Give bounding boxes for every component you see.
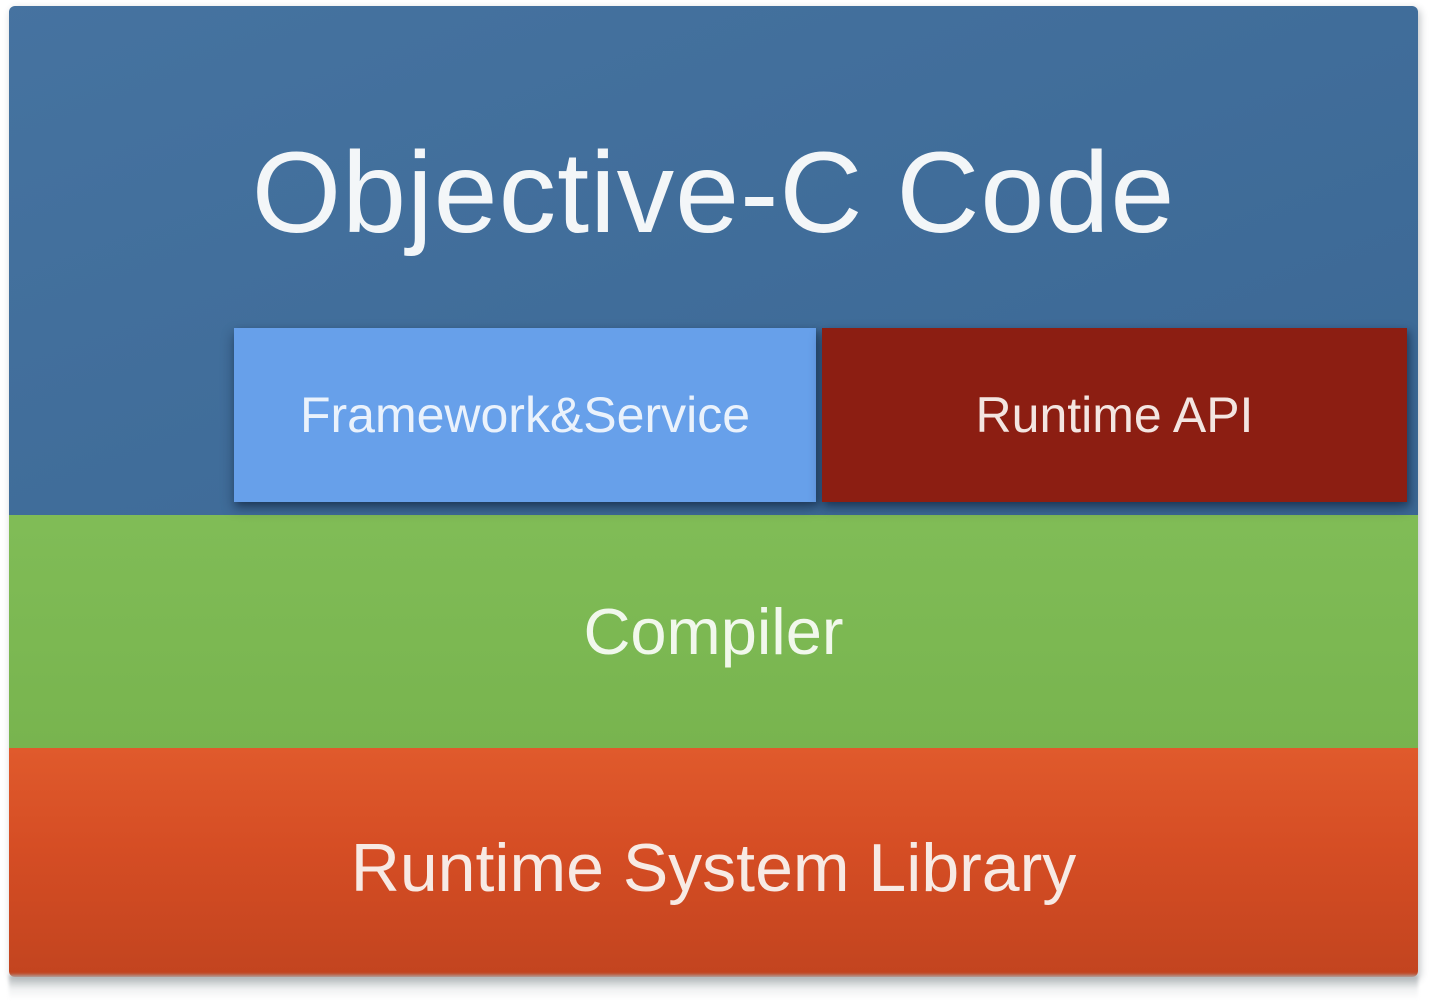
slide-bottom-shadow: [9, 975, 1418, 1001]
layer-compiler: Compiler: [9, 515, 1418, 748]
compiler-label: Compiler: [583, 595, 844, 668]
framework-service-label: Framework&Service: [299, 387, 751, 443]
architecture-diagram-slide: Objective-C Code Framework&Service Runti…: [9, 6, 1418, 977]
framework-service-box: Framework&Service: [234, 328, 816, 502]
layer-runtime-system-library: Runtime System Library: [9, 748, 1418, 977]
runtime-api-box: Runtime API: [822, 328, 1407, 502]
objective-c-code-label: Objective-C Code: [251, 129, 1176, 257]
layer-objective-c-code: Objective-C Code Framework&Service Runti…: [9, 6, 1418, 515]
runtime-api-label: Runtime API: [975, 387, 1254, 443]
runtime-system-library-label: Runtime System Library: [350, 829, 1077, 906]
inner-box-row: Framework&Service Runtime API: [234, 328, 1407, 502]
